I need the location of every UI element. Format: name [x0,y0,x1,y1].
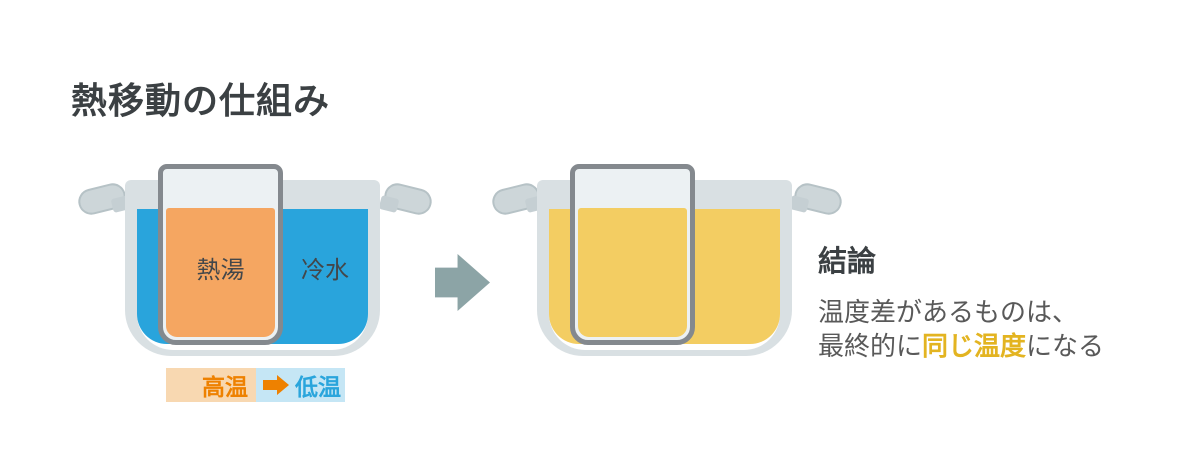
conclusion-line2: 最終的に同じ温度になる [818,329,1104,363]
hot-water-label: 熱湯 [196,257,245,284]
conclusion-heading: 結論 [818,246,877,278]
badge-hot-half [166,368,256,402]
conclusion-line1: 温度差があるものは、 [818,297,1079,327]
conclusion-line2-suffix: になる [1026,331,1105,361]
heat-flow-arrow-icon [262,375,290,395]
mixed-water-liquid [578,208,687,337]
cold-temp-label: 低温 [295,374,341,400]
hot-temp-label: 高温 [202,374,248,400]
conclusion-block: 結論 温度差があるものは、 最終的に同じ温度になる [818,238,1104,363]
hot-water-liquid [166,208,275,337]
glass [570,164,695,345]
page-title: 熱移動の仕組み [71,80,331,121]
glass [158,164,283,345]
heat-flow-badge: 高温 低温 [166,368,345,402]
pot-handle-right-connector [378,195,400,213]
cold-water-label: 冷水 [301,257,349,284]
same-temperature-highlight: 同じ温度 [922,331,1027,361]
transition-arrow-icon [435,254,490,311]
conclusion-line2-prefix: 最終的に [818,331,923,361]
